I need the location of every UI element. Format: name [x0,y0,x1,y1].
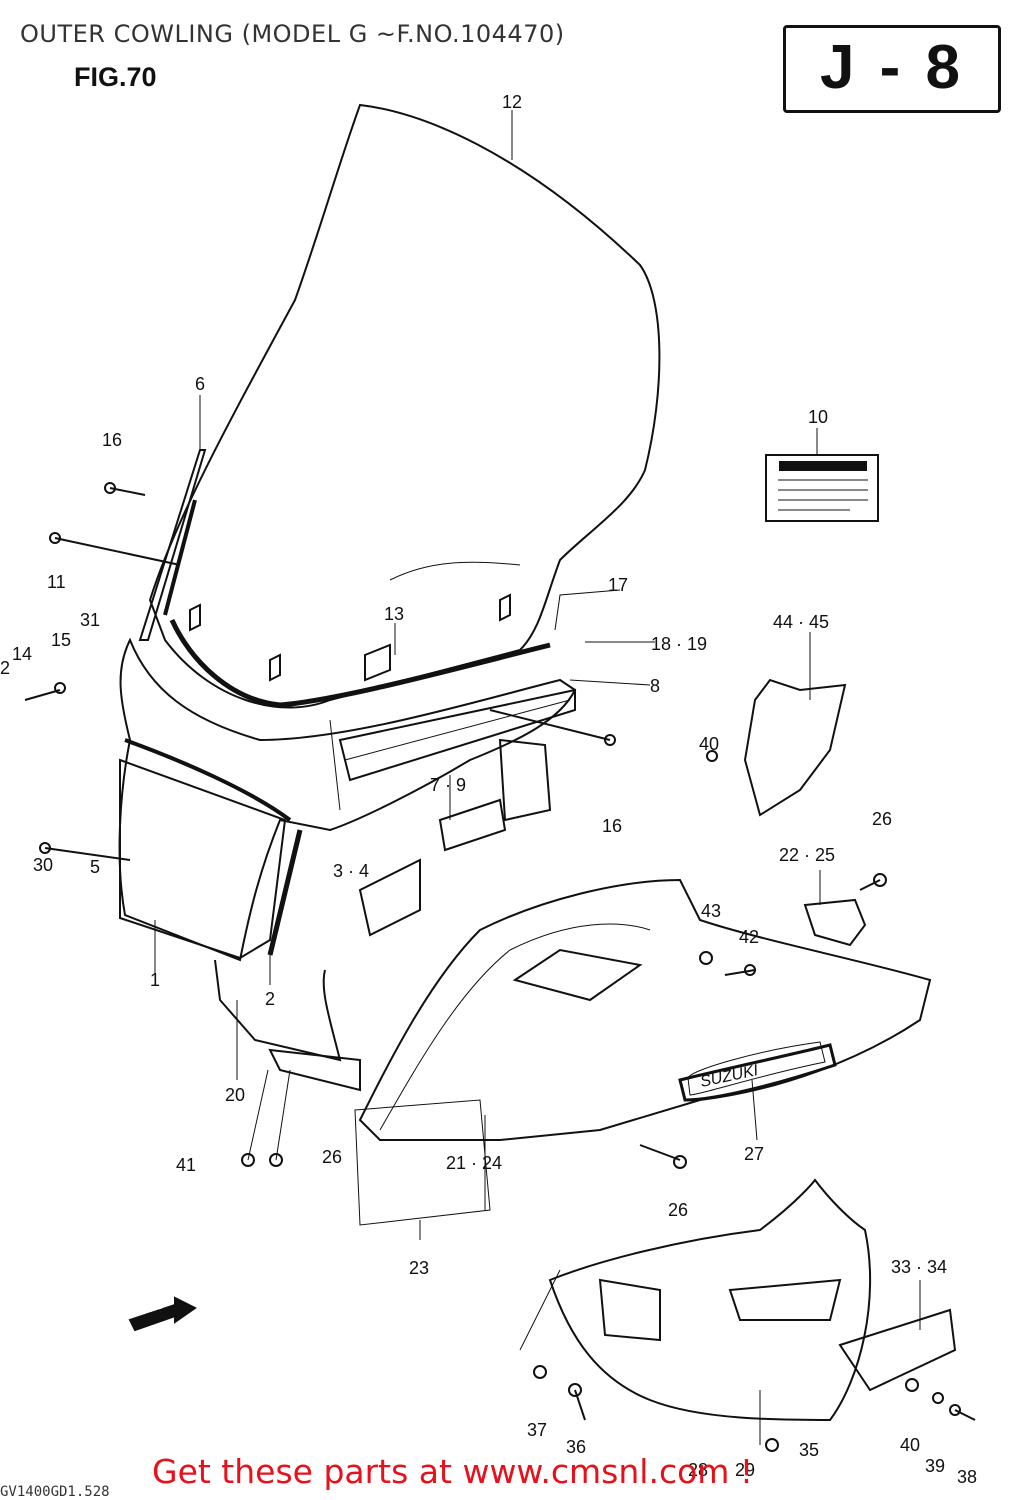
footer-link[interactable]: Get these parts at www.cmsnl.com ! [152,1452,754,1491]
fwd-arrow [128,1296,197,1332]
small-plate [803,898,867,947]
callout-5: 5 [90,857,101,877]
suzuki-decal-outline [687,1041,826,1096]
drawing-code: GV1400GD1.528 [0,1484,110,1500]
leader-lines [154,110,921,1445]
callout-18-19: 18 · 19 [651,634,708,654]
headlight-lens [119,758,287,960]
callout-33-34: 33 · 34 [891,1257,948,1277]
callout-23: 23 [409,1258,430,1278]
callout-36: 36 [566,1437,587,1457]
callout-42: 42 [739,927,760,947]
callout-26: 26 [872,809,893,829]
bolt-set [24,482,976,1452]
callout-41: 41 [176,1155,197,1175]
callout-2: 2 [265,989,276,1009]
callout-27: 27 [744,1144,765,1164]
callout-28: 28 [688,1460,709,1480]
callout-13: 13 [384,604,405,624]
callout-10: 10 [808,407,829,427]
figure-label: FIG.70 [74,62,157,92]
callout-40: 40 [699,734,720,754]
callout-7-9: 7 · 9 [430,775,467,795]
callout-15: 15 [51,630,72,650]
callout-2-edge: 2 [0,658,11,678]
callout-1: 1 [150,970,161,990]
callout-30: 30 [33,855,54,875]
callout-16: 16 [102,430,123,450]
upper-cowl [118,637,577,962]
callout-40: 40 [900,1435,921,1455]
callout-43: 43 [701,901,722,921]
callout-3-4: 3 · 4 [333,861,370,881]
page-title: OUTER COWLING (MODEL G ~F.NO.104470) [20,20,565,48]
bracket [358,858,421,937]
side-panel [743,678,847,817]
warning-label [765,454,879,522]
callout-16: 16 [602,816,623,836]
callout-6: 6 [195,374,206,394]
callout-44-45: 44 · 45 [773,612,830,632]
callout-20: 20 [225,1085,246,1105]
callout-14: 14 [12,644,33,664]
callout-26: 26 [322,1147,343,1167]
callout-26: 26 [668,1200,689,1220]
cover-plate [354,1099,491,1226]
windscreen [148,103,661,709]
side-trim-strip [138,449,207,641]
callout-37: 37 [527,1420,548,1440]
callout-22-25: 22 · 25 [779,845,836,865]
inner-panel [338,688,576,782]
callout-35: 35 [799,1440,820,1460]
callout-39: 39 [925,1456,946,1476]
callout-11: 11 [47,572,66,592]
lower-cowl [214,959,342,1062]
lower-fairing [548,1178,872,1422]
callout-12: 12 [502,92,523,112]
page-reference-box: J - 8 [783,25,1001,113]
callout-29: 29 [735,1460,756,1480]
callout-31: 31 [80,610,101,630]
callout-8: 8 [650,676,661,696]
callout-17: 17 [608,575,629,595]
windscreen-trim [169,618,551,708]
side-cowl [358,878,932,1141]
vent-cover [838,1308,957,1392]
callout-21-24: 21 · 24 [446,1153,503,1173]
callout-38: 38 [957,1467,978,1487]
